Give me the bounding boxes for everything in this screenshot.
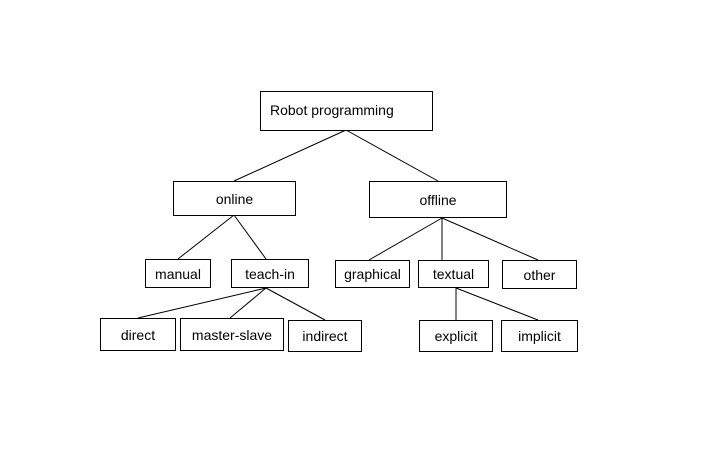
node-label: online	[215, 190, 254, 207]
node-graphical: graphical	[335, 260, 410, 288]
node-label: explicit	[434, 328, 478, 344]
node-label: direct	[120, 326, 156, 343]
edge-offline-other	[441, 217, 539, 261]
edge-root-offline	[345, 129, 439, 182]
node-label: textual	[432, 266, 475, 282]
node-indirect: indirect	[288, 320, 362, 352]
node-manual: manual	[145, 259, 211, 288]
node-label: other	[523, 266, 556, 283]
node-direct: direct	[100, 318, 176, 351]
node-teach-in: teach-in	[231, 259, 309, 288]
edge-teach-in-direct	[137, 287, 267, 319]
node-explicit: explicit	[419, 320, 493, 352]
node-label: Robot programming	[270, 102, 394, 118]
node-label: offline	[419, 191, 457, 208]
edge-teach-in-master-slave	[229, 287, 267, 319]
edge-teach-in-indirect	[265, 287, 326, 321]
edge-online-teach-in	[233, 214, 267, 260]
node-online: online	[173, 181, 296, 216]
node-implicit: implicit	[501, 320, 578, 352]
node-label: master-slave	[191, 326, 273, 343]
node-master-slave: master-slave	[180, 318, 284, 351]
node-textual: textual	[418, 260, 489, 288]
node-label: graphical	[344, 266, 401, 282]
node-other: other	[502, 260, 577, 289]
node-label: implicit	[518, 328, 561, 344]
node-label: manual	[155, 265, 201, 282]
edge-online-manual	[177, 214, 235, 260]
node-label: teach-in	[245, 265, 295, 282]
node-robot-programming: Robot programming	[260, 91, 433, 131]
edge-root-online	[233, 129, 347, 182]
node-label: indirect	[302, 328, 348, 344]
node-offline: offline	[369, 181, 507, 218]
edge-offline-graphical	[368, 217, 443, 261]
edge-textual-implicit	[455, 287, 539, 321]
